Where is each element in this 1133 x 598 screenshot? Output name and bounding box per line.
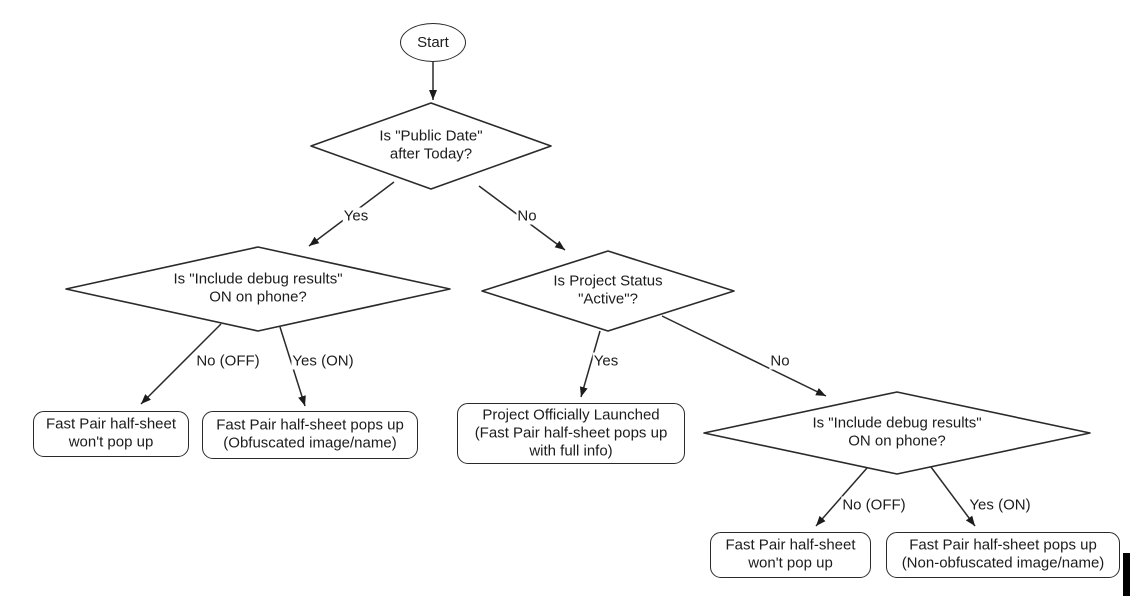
decision-debug-left: Is "Include debug results" ON on phone? [66,247,450,331]
edge-label-d1-yes: Yes [342,207,370,225]
arrow-d4-yes-to-r5 [930,466,976,527]
result-no-popup-right: Fast Pair half-sheet won't pop up [710,532,871,578]
arrow-d3-no-to-d4 [661,315,827,397]
edge-label-d3-yes: Yes [592,352,620,370]
decision-public-date: Is "Public Date" after Today? [311,103,551,189]
edge-label-d1-no: No [516,207,538,225]
decision-debug-right: Is "Include debug results" ON on phone? [704,392,1090,474]
result-officially-launched: Project Officially Launched (Fast Pair h… [457,403,685,464]
decision-project-status: Is Project Status "Active"? [482,251,734,331]
decision-debug-left-label: Is "Include debug results" ON on phone? [173,270,343,306]
arrow-d2-no-to-r1 [140,323,222,405]
decision-debug-right-label: Is "Include debug results" ON on phone? [812,414,982,450]
start-node: Start [400,23,466,62]
result-non-obfuscated-popup: Fast Pair half-sheet pops up (Non-obfusc… [886,532,1120,578]
diamond-shape [482,251,734,331]
result-no-popup-left: Fast Pair half-sheet won't pop up [33,411,189,457]
result-obfuscated-popup-label: Fast Pair half-sheet pops up (Obfuscated… [216,416,404,452]
result-officially-launched-label: Project Officially Launched (Fast Pair h… [474,406,668,460]
result-obfuscated-popup: Fast Pair half-sheet pops up (Obfuscated… [202,411,418,459]
diamond-shape [704,392,1090,474]
edge-label-d3-no: No [769,352,791,370]
diamond-shape [311,103,551,189]
result-no-popup-left-label: Fast Pair half-sheet won't pop up [45,415,177,451]
result-no-popup-right-label: Fast Pair half-sheet won't pop up [725,536,856,572]
text-cursor-artifact [1123,553,1130,596]
diamond-shape [66,247,450,331]
start-label: Start [417,33,449,51]
decision-project-status-label: Is Project Status "Active"? [553,272,663,308]
decision-public-date-label: Is "Public Date" after Today? [379,127,483,163]
edge-label-d2-no: No (OFF) [195,352,261,370]
result-non-obfuscated-popup-label: Fast Pair half-sheet pops up (Non-obfusc… [901,536,1105,572]
edge-label-d4-no: No (OFF) [841,496,907,514]
edge-label-d2-yes: Yes (ON) [291,352,355,370]
edge-label-d4-yes: Yes (ON) [968,496,1032,514]
arrow-d3-yes-to-r3 [579,330,601,398]
